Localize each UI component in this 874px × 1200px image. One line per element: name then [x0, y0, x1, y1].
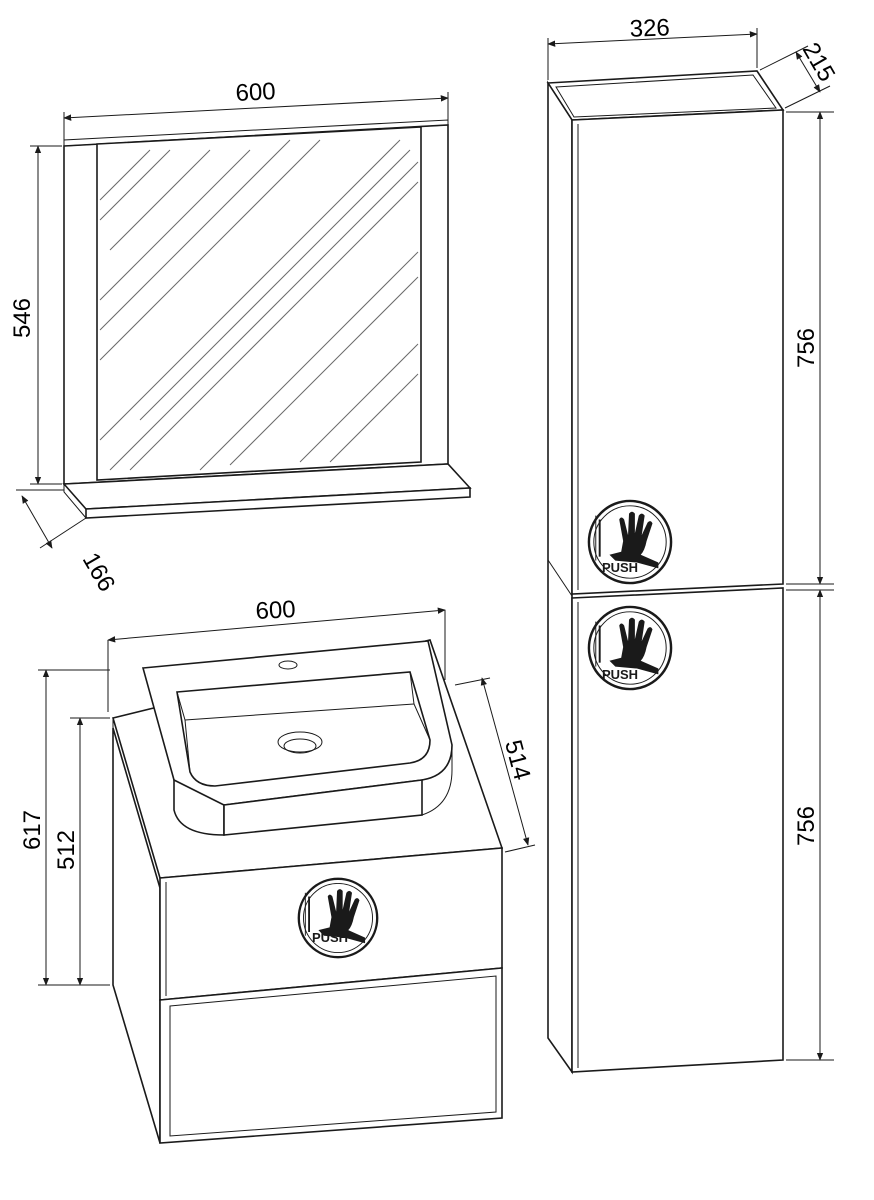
tall-cabinet-depth-label: 215: [797, 38, 840, 86]
push-label-lower: PUSH: [602, 667, 638, 682]
tall-cabinet-lower-height-label: 756: [793, 806, 820, 846]
mirror-glass-reflection: [99, 139, 419, 471]
mirror-height-label: 546: [9, 298, 36, 338]
tall-cabinet-upper-height-label: 756: [793, 328, 820, 368]
push-label-upper: PUSH: [602, 560, 638, 575]
mirror-drawing: 600 546 166: [9, 78, 472, 596]
push-label-drawer: PUSH: [312, 930, 348, 945]
vanity-drawing: PUSH 600 617 512 514: [19, 596, 535, 1144]
push-icon: [297, 877, 379, 959]
vanity-total-height-label: 617: [19, 810, 46, 850]
vanity-width-label: 600: [255, 596, 296, 625]
vanity-cabinet-height-label: 512: [53, 830, 80, 870]
mirror-depth-label: 166: [77, 548, 120, 596]
mirror-width-label: 600: [235, 78, 276, 107]
tall-cabinet-width-label: 326: [629, 14, 670, 42]
vanity-depth-label: 514: [499, 737, 535, 783]
tall-cabinet-drawing: PUSH PUSH 326 215 756 756: [546, 14, 840, 1075]
